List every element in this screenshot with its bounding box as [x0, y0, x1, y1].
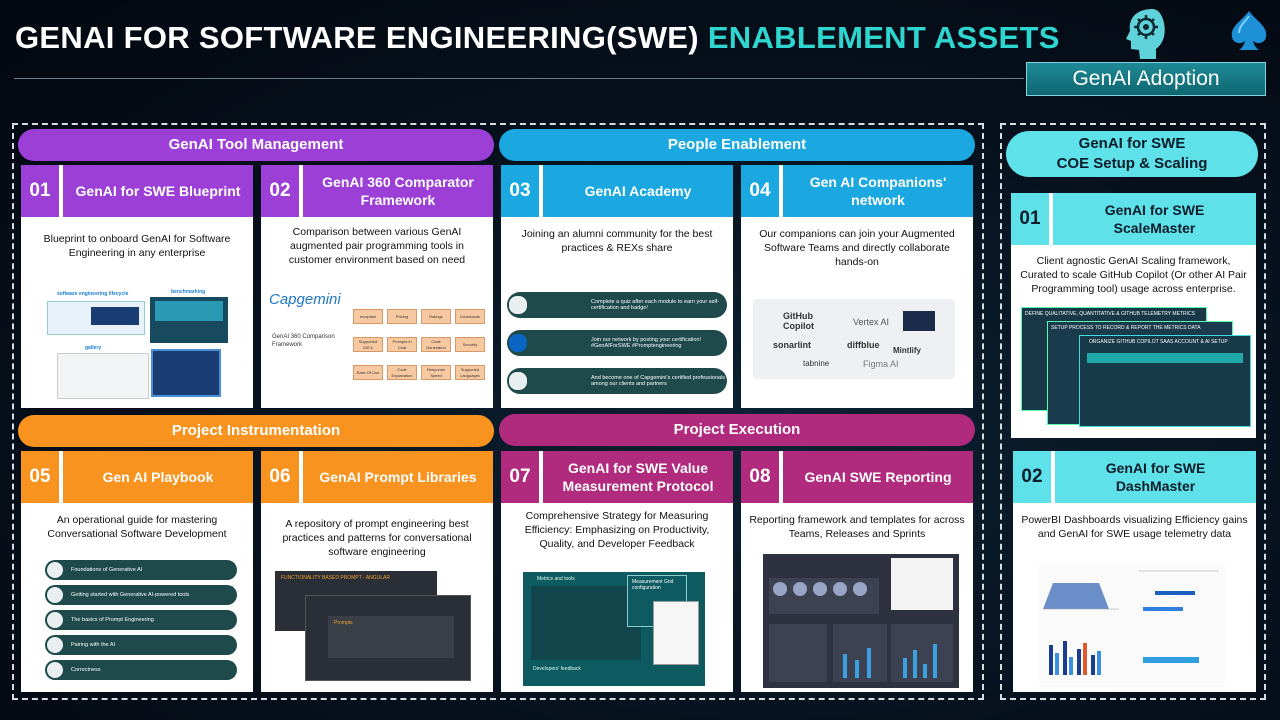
card-title: GenAI Academy: [543, 165, 733, 217]
card-description: An operational guide for mastering Conve…: [47, 514, 227, 540]
playbook-chapter: Getting started with Generative AI-power…: [45, 585, 237, 605]
card-genai-academy[interactable]: 03 GenAI Academy Joining an alumni commu…: [501, 165, 733, 408]
badge-icon: [509, 296, 527, 314]
comparison-framework-label: GenAI 360 Comparison Framework: [272, 334, 335, 348]
card-title: GenAI for SWE Value Measurement Protocol: [543, 451, 733, 503]
section-tool-management: GenAI Tool Management: [18, 129, 494, 161]
card-description: PowerBI Dashboards visualizing Efficienc…: [1021, 514, 1248, 540]
card-title: GenAI 360 Comparator Framework: [303, 165, 493, 217]
playbook-chapter: Foundations of Generative AI: [45, 560, 237, 580]
coe-frame: [1000, 123, 1266, 700]
card-title: GenAI Prompt Libraries: [303, 451, 493, 503]
card-value-measurement[interactable]: 07 GenAI for SWE Value Measurement Proto…: [501, 451, 733, 692]
academy-step: And become one of Capgemini's certified …: [507, 368, 727, 394]
card-scalemaster[interactable]: 01 GenAI for SWE ScaleMaster Client agno…: [1011, 193, 1256, 438]
card-number: 01: [1011, 193, 1049, 245]
grid-item: Response Speed: [421, 365, 451, 380]
grid-item: Pricing: [387, 309, 417, 324]
card-swe-blueprint[interactable]: 01 GenAI for SWE Blueprint Blueprint to …: [21, 165, 253, 408]
playbook-chapter: Pairing with the AI: [45, 635, 237, 655]
card-number: 04: [741, 165, 779, 217]
playbook-chapter: The basics of Prompt Engineering: [45, 610, 237, 630]
scalemaster-thumbnail: DEFINE QUALITATIVE, QUANTITATIVE & GITHU…: [1017, 303, 1251, 431]
grid-item: Inception: [353, 309, 383, 324]
card-number: 07: [501, 451, 539, 503]
card-dashmaster[interactable]: 02 GenAI for SWE DashMaster PowerBI Dash…: [1013, 451, 1256, 692]
card-description: Comprehensive Strategy for Measuring Eff…: [524, 510, 710, 550]
mintlify-logo: Mintlify: [893, 346, 921, 355]
playbook-chapter: Correctness: [45, 660, 237, 680]
section-coe-setup: GenAI for SWE COE Setup & Scaling: [1006, 131, 1258, 177]
github-copilot-logo: GitHub Copilot: [783, 311, 814, 331]
section-project-execution: Project Execution: [499, 414, 975, 446]
section-people-enablement: People Enablement: [499, 129, 975, 161]
card-number: 05: [21, 451, 59, 503]
spade-icon: [509, 372, 527, 390]
grid-item: Ease Of Use: [353, 365, 383, 380]
section-project-instrumentation: Project Instrumentation: [18, 415, 494, 447]
card-companions-network[interactable]: 04 Gen AI Companions' network Our compan…: [741, 165, 973, 408]
card-title: GenAI for SWE DashMaster: [1055, 451, 1256, 503]
card-swe-reporting[interactable]: 08 GenAI SWE Reporting Reporting framewo…: [741, 451, 973, 692]
academy-step: Join our network by posting your certifi…: [507, 330, 727, 356]
main-assets-frame: [12, 123, 984, 700]
card-description: Comparison between various GenAI augment…: [288, 226, 466, 266]
dashmaster-thumbnail: [1039, 563, 1225, 687]
reporting-dashboard-thumbnail: [763, 554, 959, 688]
card-number: 03: [501, 165, 539, 217]
brain-gear-icon: [1126, 9, 1165, 59]
card-number: 02: [261, 165, 299, 217]
codewhisperer-logo: [903, 311, 935, 331]
card-description: Reporting framework and templates for ac…: [749, 514, 965, 540]
companion-logos: GitHub Copilot Vertex AI sonarlint diffb…: [753, 299, 955, 379]
card-360-comparator[interactable]: 02 GenAI 360 Comparator Framework Compar…: [261, 165, 493, 408]
card-title: Gen AI Companions' network: [783, 165, 973, 217]
prompt-card-thumbnail: Prompts: [305, 595, 471, 681]
card-number: 02: [1013, 451, 1051, 503]
vertex-ai-logo: Vertex AI: [853, 317, 890, 327]
grid-item: Prompts in Chat: [387, 337, 417, 352]
diffblue-logo: diffblue: [847, 340, 880, 350]
card-description: Our companions can join your Augmented S…: [759, 228, 955, 268]
card-description: Joining an alumni community for the best…: [521, 228, 713, 254]
card-title: GenAI for SWE Blueprint: [63, 165, 253, 217]
grid-item: Supported Languages: [455, 365, 485, 380]
card-number: 06: [261, 451, 299, 503]
card-genai-playbook[interactable]: 05 Gen AI Playbook An operational guide …: [21, 451, 253, 692]
capgemini-logo: Capgemini: [269, 291, 341, 308]
blueprint-thumbnail: software engineering lifecycle benchmark…: [47, 289, 237, 401]
card-description: Client agnostic GenAI Scaling framework,…: [1020, 255, 1247, 295]
card-title: GenAI SWE Reporting: [783, 451, 973, 503]
title-divider: [14, 78, 1024, 79]
card-prompt-libraries[interactable]: 06 GenAI Prompt Libraries A repository o…: [261, 451, 493, 692]
linkedin-icon: [509, 334, 527, 352]
grid-item: Supported IDE's: [353, 337, 383, 352]
genai-adoption-badge: GenAI Adoption: [1026, 62, 1266, 96]
card-number: 08: [741, 451, 779, 503]
card-title: Gen AI Playbook: [63, 451, 253, 503]
grid-item: Code Explanation: [387, 365, 417, 380]
figma-ai-logo: Figma AI: [863, 359, 899, 369]
card-description: Blueprint to onboard GenAI for Software …: [43, 233, 231, 259]
grid-item: Security: [455, 337, 485, 352]
grid-item: Downloads: [455, 309, 485, 324]
spade-logo-icon: [1231, 11, 1267, 50]
page-title: GENAI FOR SOFTWARE ENGINEERING(SWE) ENAB…: [15, 20, 1060, 55]
grid-item: Code Generation: [421, 337, 451, 352]
card-title: GenAI for SWE ScaleMaster: [1053, 193, 1256, 245]
academy-step: Complete a quiz after each module to ear…: [507, 292, 727, 318]
sonarlint-logo: sonarlint: [773, 340, 812, 350]
tabnine-logo: tabnine: [803, 359, 830, 368]
card-number: 01: [21, 165, 59, 217]
grid-item: Ratings: [421, 309, 451, 324]
doc-thumbnail: [653, 601, 699, 665]
card-description: A repository of prompt engineering best …: [282, 518, 472, 558]
